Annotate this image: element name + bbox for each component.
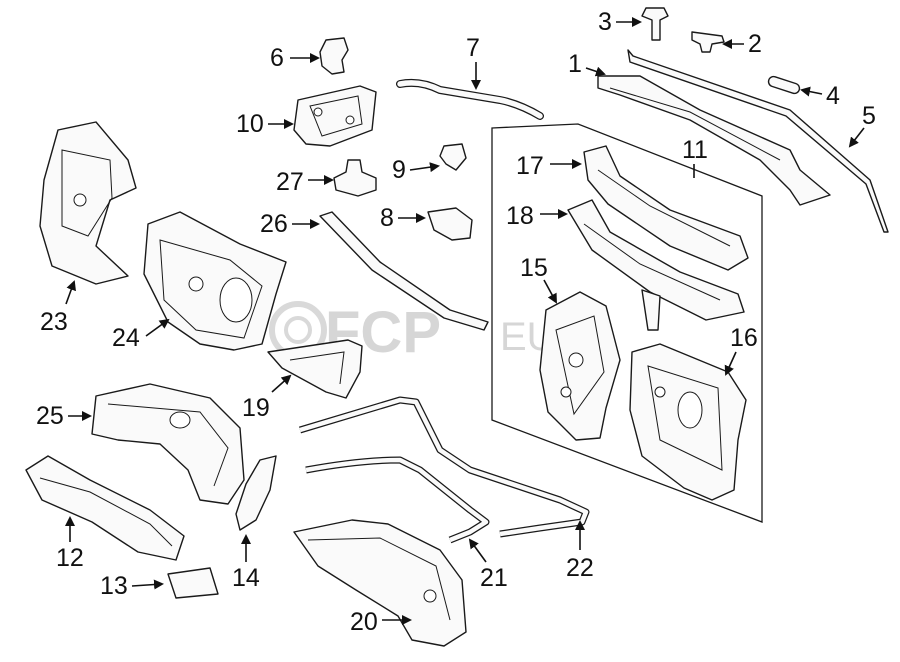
svg-text:24: 24 [112, 324, 140, 352]
callout-10: 10 [236, 110, 294, 138]
assembly-frame-11 [491, 123, 763, 523]
part-26-seal [319, 211, 489, 331]
part-4-strip [767, 75, 801, 95]
svg-text:11: 11 [682, 136, 708, 164]
svg-text:4: 4 [826, 82, 840, 110]
svg-text:27: 27 [276, 168, 304, 196]
callout-16: 16 [724, 324, 758, 376]
svg-text:15: 15 [520, 254, 548, 282]
callout-11: 11 [682, 136, 708, 178]
svg-text:1: 1 [568, 50, 582, 78]
callout-22: 22 [566, 520, 594, 582]
svg-text:3: 3 [598, 8, 612, 36]
svg-text:7: 7 [466, 34, 480, 62]
part-18-lower-cowl [567, 199, 745, 321]
callout-5: 5 [848, 102, 876, 148]
part-1-cowl-trim [597, 75, 831, 206]
part-6-connector [319, 37, 349, 75]
svg-text:22: 22 [566, 554, 594, 582]
svg-text:18: 18 [506, 202, 534, 230]
svg-text:9: 9 [392, 156, 406, 184]
callout-2: 2 [722, 30, 762, 58]
svg-text:14: 14 [232, 564, 260, 592]
callout-21: 21 [468, 538, 508, 592]
svg-text:23: 23 [40, 308, 68, 336]
svg-text:6: 6 [270, 44, 284, 72]
callout-6: 6 [270, 44, 320, 72]
svg-text:5: 5 [862, 102, 876, 130]
part-2-retainer [691, 31, 725, 53]
svg-text:21: 21 [480, 564, 508, 592]
callout-1: 1 [568, 50, 606, 78]
part-7-hose [396, 78, 544, 120]
part-25-insulator [91, 383, 245, 505]
part-17-upper-cowl [583, 145, 749, 271]
part-10-bracket [293, 85, 377, 147]
svg-text:25: 25 [36, 402, 64, 430]
callout-18: 18 [506, 202, 568, 230]
callout-23: 23 [40, 280, 76, 336]
part-5-weatherstrip [627, 49, 889, 233]
callout-25: 25 [36, 402, 92, 430]
svg-text:20: 20 [350, 608, 378, 636]
callout-8: 8 [380, 204, 426, 232]
callout-12: 12 [56, 516, 84, 572]
callout-17: 17 [516, 152, 582, 180]
part-9-sensor [439, 143, 467, 171]
callout-20: 20 [350, 608, 412, 636]
svg-text:8: 8 [380, 204, 394, 232]
callout-27: 27 [276, 168, 334, 196]
part-8-sensor-bracket [427, 207, 473, 241]
callout-7: 7 [466, 34, 481, 90]
svg-text:26: 26 [260, 210, 288, 238]
callout-19: 19 [242, 374, 292, 422]
callout-24: 24 [112, 318, 170, 352]
part-13-bracket [167, 567, 219, 599]
svg-text:13: 13 [100, 572, 128, 600]
callout-15: 15 [520, 254, 557, 304]
part-3-clip [641, 7, 669, 41]
callout-14: 14 [232, 534, 260, 592]
svg-text:12: 12 [56, 544, 84, 572]
svg-text:19: 19 [242, 394, 270, 422]
svg-text:17: 17 [516, 152, 544, 180]
part-20-lower-insulator [293, 519, 467, 647]
part-14-side-insulator [235, 455, 277, 531]
callout-13: 13 [100, 572, 164, 600]
part-12-duct [25, 455, 185, 561]
svg-text:10: 10 [236, 110, 264, 138]
callout-9: 9 [392, 156, 440, 184]
part-27-grommet [333, 159, 377, 197]
part-23-insulator [39, 121, 137, 285]
callout-4: 4 [800, 82, 840, 110]
part-19-bracket [267, 339, 363, 399]
callout-26: 26 [260, 210, 320, 238]
callout-3: 3 [598, 8, 642, 36]
part-24-insulator-panel [143, 211, 287, 351]
svg-text:2: 2 [748, 30, 762, 58]
svg-text:16: 16 [730, 324, 758, 352]
